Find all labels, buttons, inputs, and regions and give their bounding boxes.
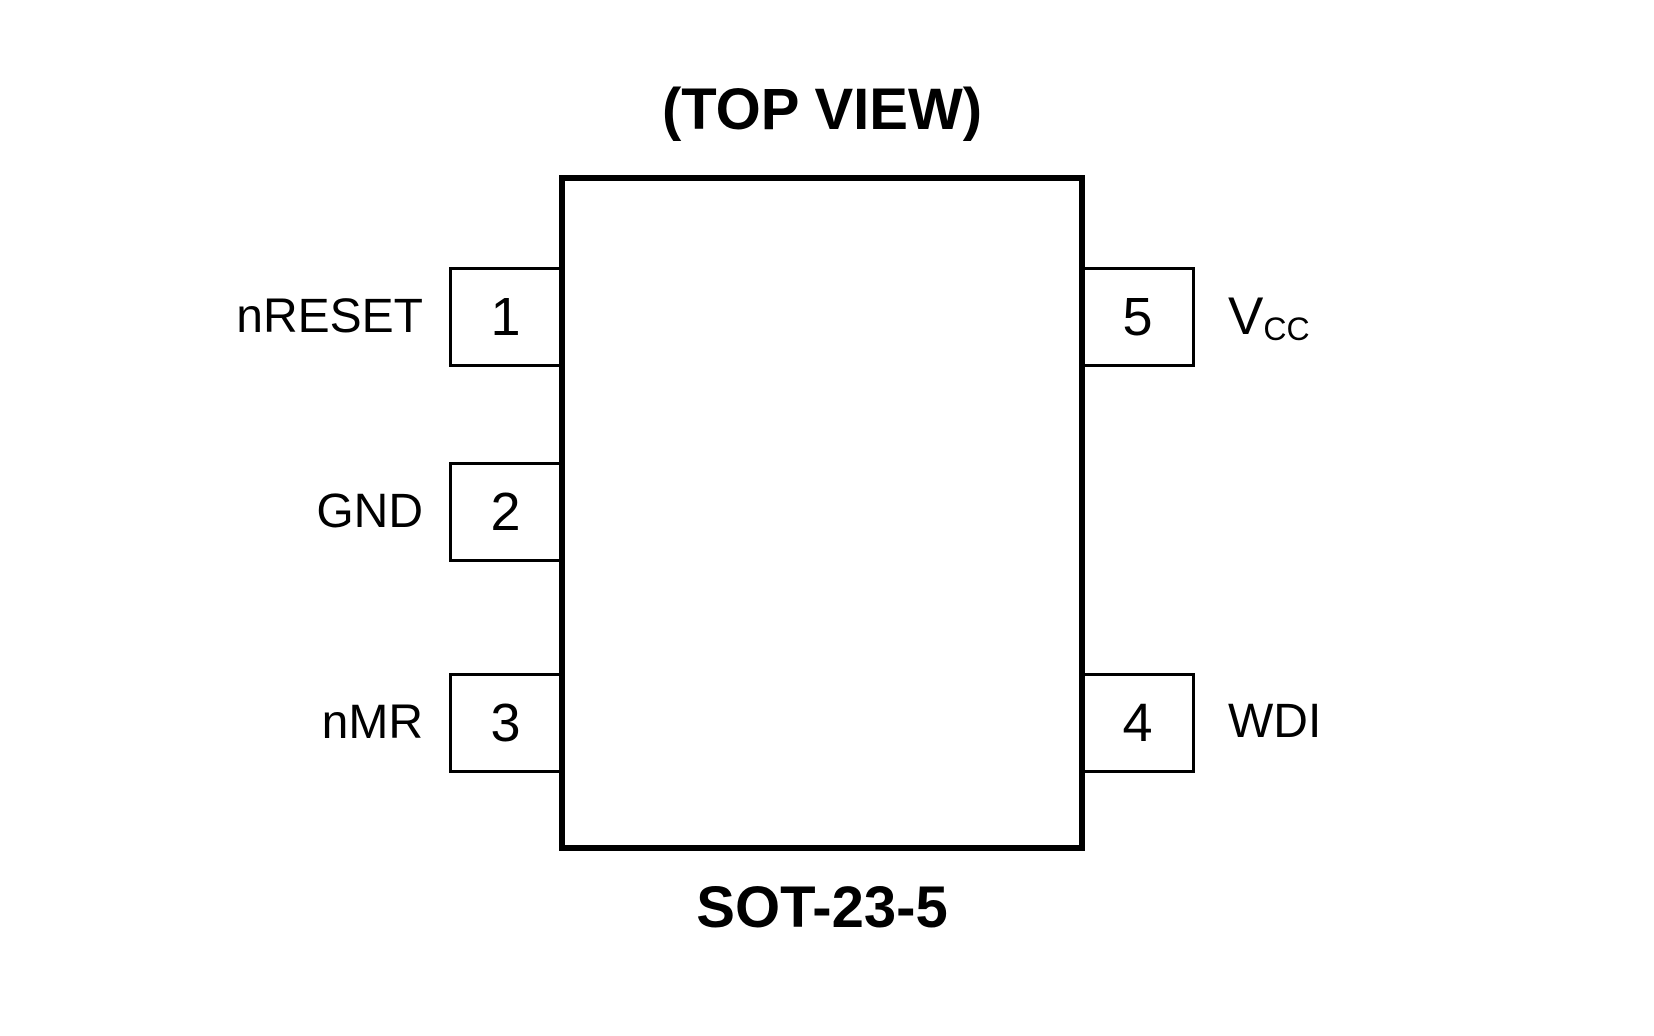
figure-title: (TOP VIEW) [661, 77, 983, 142]
pin-label-gnd-text: GND [316, 485, 423, 538]
pin-label-vcc-main: V [1228, 286, 1264, 346]
pin-number-5: 5 [1122, 287, 1153, 347]
pin-label-vcc: VCC [1228, 267, 1648, 367]
pin-box-1: 1 [449, 267, 562, 367]
pin-number-3: 3 [490, 693, 521, 753]
pin-number-4: 4 [1122, 693, 1153, 753]
pin-label-nmr: nMR [0, 673, 423, 773]
pin-box-3: 3 [449, 673, 562, 773]
pin-label-wdi: WDI [1228, 673, 1648, 773]
pin-number-2: 2 [490, 482, 521, 542]
ic-package-body [559, 175, 1085, 851]
pin-box-5: 5 [1080, 267, 1195, 367]
pin-label-nreset-text: nRESET [236, 290, 423, 343]
pin-box-2: 2 [449, 462, 562, 562]
pin-label-vcc-subscript: CC [1263, 310, 1310, 347]
pin-label-vcc-text: VCC [1228, 290, 1310, 345]
pin-number-1: 1 [490, 287, 521, 347]
package-name: SOT-23-5 [696, 875, 948, 940]
pin-label-nreset: nRESET [0, 267, 423, 367]
pin-label-gnd: GND [0, 462, 423, 562]
pin-label-wdi-main: WDI [1228, 695, 1322, 748]
pin-box-4: 4 [1080, 673, 1195, 773]
pin-label-wdi-text: WDI [1228, 698, 1321, 748]
pin-label-nmr-text: nMR [321, 696, 423, 749]
